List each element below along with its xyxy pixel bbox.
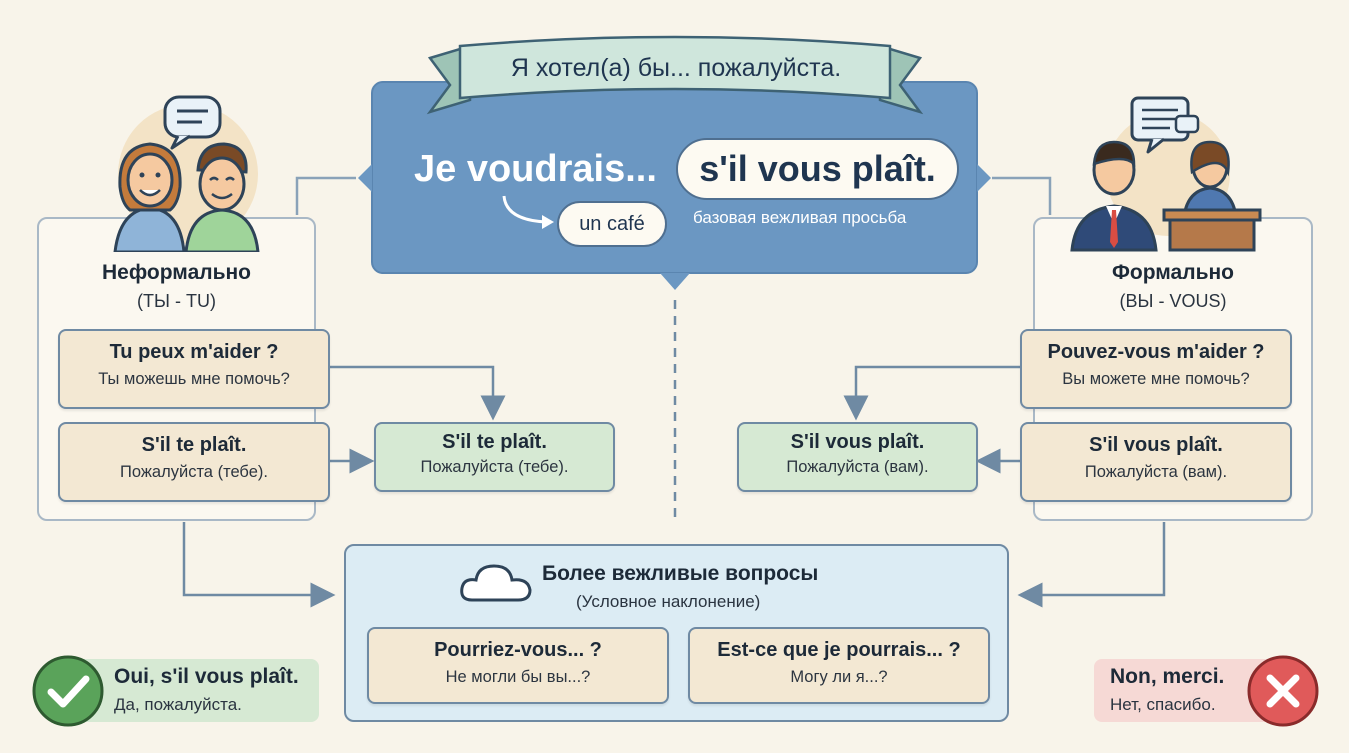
informal-title: Неформально bbox=[101, 261, 252, 284]
connector-right-top bbox=[992, 176, 1052, 215]
example-pill: un café bbox=[557, 201, 667, 247]
card-ru: Не могли бы вы...? bbox=[445, 668, 591, 686]
polite-card-pourrais: Est-ce que je pourrais... ? Могу ли я...… bbox=[688, 627, 990, 704]
card-fr: S'il te plaît. bbox=[141, 434, 247, 456]
yes-fr: Oui, s'il vous plaît. bbox=[114, 665, 299, 688]
card-ru: Пожалуйста (тебе). bbox=[120, 463, 268, 481]
formal-result-card: S'il vous plaît. Пожалуйста (вам). bbox=[737, 422, 978, 492]
polite-subtitle: (Условное наклонение) bbox=[576, 592, 761, 611]
arrow-formal-bottom bbox=[1017, 522, 1166, 608]
no-fr: Non, merci. bbox=[1110, 665, 1225, 688]
ribbon-title: Я хотел(а) бы... пожалуйста. bbox=[510, 54, 842, 82]
curved-arrow-icon bbox=[502, 195, 554, 229]
card-ru: Могу ли я...? bbox=[790, 668, 888, 686]
speech-bubble-icon bbox=[163, 95, 222, 150]
main-phrase: Je voudrais... bbox=[414, 148, 657, 190]
title-ribbon bbox=[426, 35, 924, 115]
document-bubble-icon bbox=[1130, 96, 1200, 154]
arrow-informal-bottom bbox=[182, 522, 336, 608]
card-fr: S'il te plaît. bbox=[442, 431, 547, 453]
main-pill: s'il vous plaît. bbox=[676, 138, 959, 200]
polite-card-pourriez: Pourriez-vous... ? Не могли бы вы...? bbox=[367, 627, 669, 704]
informal-result-card: S'il te plaît. Пожалуйста (тебе). bbox=[374, 422, 615, 492]
connector-left-top bbox=[295, 176, 356, 215]
formal-subtitle: (ВЫ - VOUS) bbox=[1119, 291, 1227, 311]
yes-ru: Да, пожалуйста. bbox=[114, 695, 242, 714]
informal-subtitle: (ТЫ - TU) bbox=[137, 291, 216, 311]
formal-card-question: Pouvez-vous m'aider ? Вы можете мне помо… bbox=[1020, 329, 1292, 409]
card-fr: S'il vous plaît. bbox=[1089, 434, 1223, 456]
informal-card-question: Tu peux m'aider ? Ты можешь мне помочь? bbox=[58, 329, 330, 409]
card-fr: Tu peux m'aider ? bbox=[109, 341, 279, 363]
arrow-formal-down bbox=[843, 365, 1020, 421]
arrow-informal-down bbox=[330, 365, 506, 421]
card-fr: Est-ce que je pourrais... ? bbox=[717, 639, 961, 661]
card-fr: Pouvez-vous m'aider ? bbox=[1047, 341, 1265, 363]
card-ru: Вы можете мне помочь? bbox=[1062, 370, 1250, 388]
card-fr: Pourriez-vous... ? bbox=[434, 639, 602, 661]
formal-card-please: S'il vous plaît. Пожалуйста (вам). bbox=[1020, 422, 1292, 502]
no-ru: Нет, спасибо. bbox=[1110, 695, 1216, 714]
cloud-icon bbox=[460, 564, 532, 602]
central-caption: базовая вежливая просьба bbox=[693, 208, 907, 227]
card-fr: S'il vous plaît. bbox=[790, 431, 925, 453]
card-ru: Пожалуйста (тебе). bbox=[420, 458, 569, 476]
card-ru: Пожалуйста (вам). bbox=[786, 458, 929, 476]
checkmark-icon bbox=[32, 655, 104, 727]
cross-icon bbox=[1247, 655, 1319, 727]
central-box-pointers bbox=[358, 164, 991, 290]
two-friends-icon bbox=[113, 95, 260, 252]
card-ru: Пожалуйста (вам). bbox=[1084, 463, 1228, 481]
polite-title: Более вежливые вопросы bbox=[542, 562, 819, 585]
formal-title: Формально bbox=[1111, 261, 1234, 284]
business-people-icon bbox=[1070, 96, 1262, 252]
informal-card-please: S'il te plaît. Пожалуйста (тебе). bbox=[58, 422, 330, 502]
card-ru: Ты можешь мне помочь? bbox=[98, 370, 290, 388]
